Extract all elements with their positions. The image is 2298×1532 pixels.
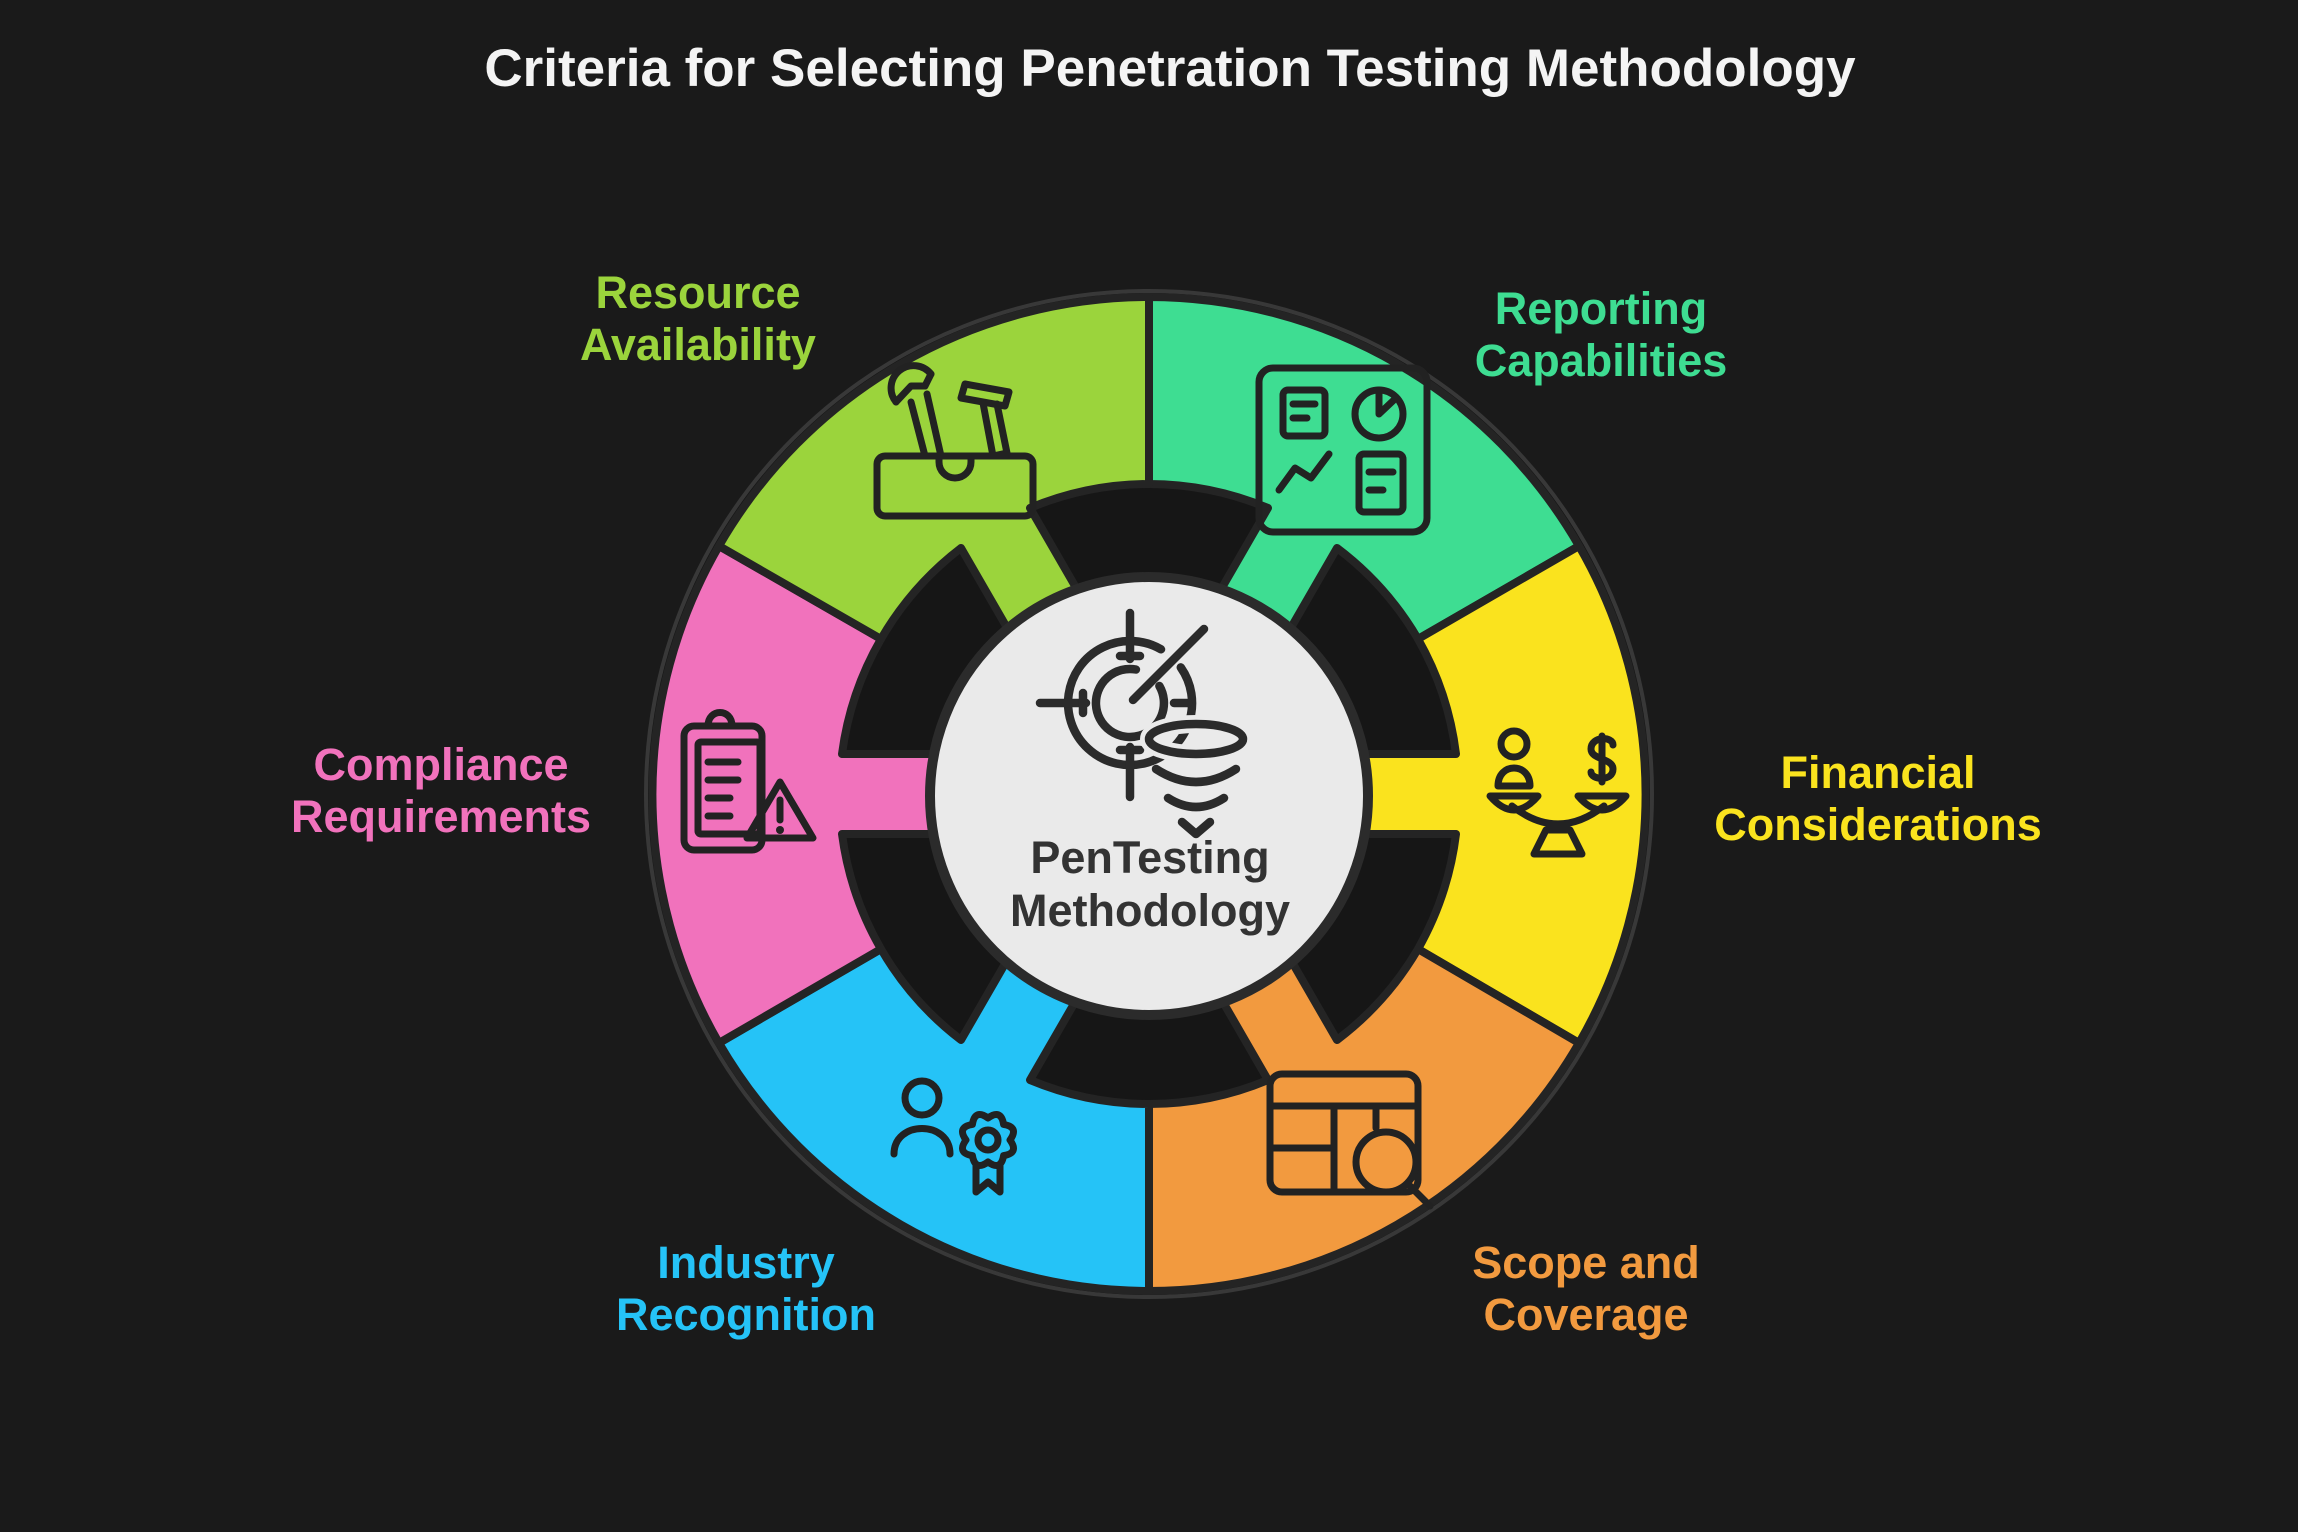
clipboard-warning-icon	[680, 709, 817, 854]
label-industry-line1: Industry	[657, 1237, 835, 1288]
balance-scale-icon	[1486, 727, 1630, 858]
label-industry-line2: Recognition	[616, 1289, 876, 1340]
warning-triangle	[743, 778, 817, 842]
label-resource-line2: Availability	[580, 319, 816, 370]
label-scope-line1: Scope and	[1472, 1237, 1700, 1288]
hub-label-line1: PenTesting	[1030, 832, 1269, 883]
label-reporting-line2: Capabilities	[1475, 335, 1728, 386]
toolbox-icon	[873, 362, 1037, 520]
hub-circle	[925, 572, 1373, 1020]
label-financial-line1: Financial	[1780, 747, 1975, 798]
report-dashboard-icon	[1255, 364, 1431, 536]
segment-industry-recognition	[715, 939, 1153, 1295]
table-search-icon	[1266, 1070, 1434, 1210]
magnifier-lens	[1352, 1128, 1420, 1196]
segment-resource-availability	[715, 293, 1153, 649]
label-resource-line1: Resource	[595, 267, 800, 318]
hub-label-line2: Methodology	[1010, 885, 1290, 936]
funnel-top	[1144, 719, 1248, 759]
label-reporting-line1: Reporting	[1495, 283, 1707, 334]
label-compliance-line2: Requirements	[291, 791, 591, 842]
page-title: Criteria for Selecting Penetration Testi…	[484, 39, 1856, 98]
person-award-icon	[890, 1077, 1017, 1196]
segment-scope-and-coverage	[1145, 939, 1583, 1295]
pentest-target-icon	[1035, 608, 1252, 839]
label-financial-line2: Considerations	[1714, 799, 2042, 850]
segment-compliance-requirements	[648, 542, 958, 1047]
label-compliance-line1: Compliance	[313, 739, 568, 790]
label-scope-line2: Coverage	[1483, 1289, 1688, 1340]
